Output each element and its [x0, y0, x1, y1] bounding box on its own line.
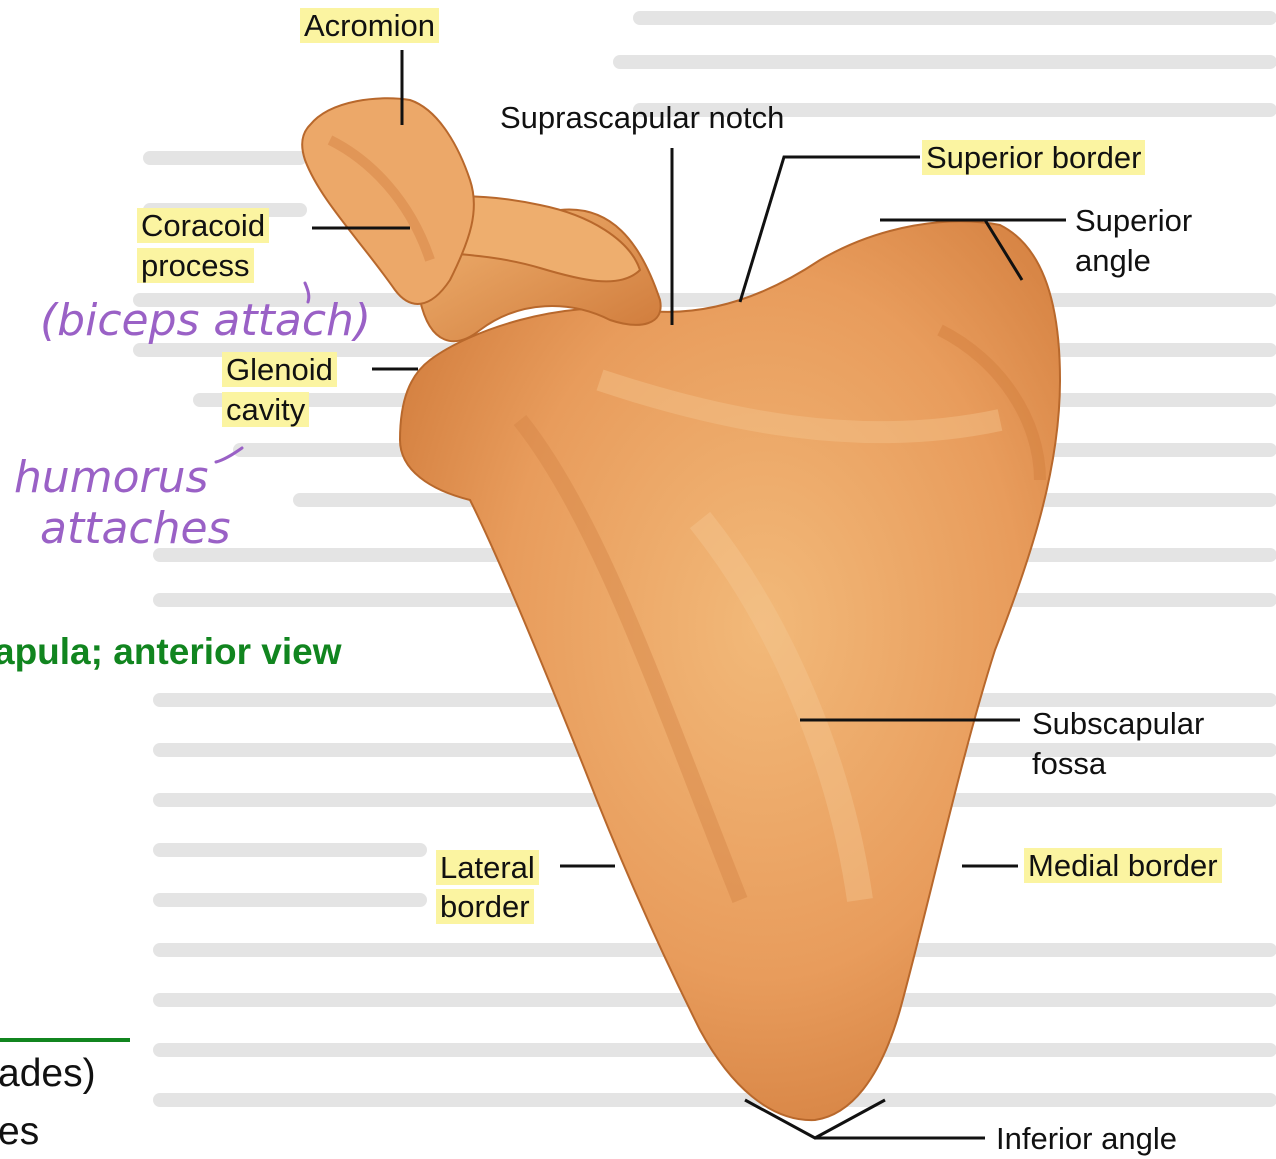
label-lateral-line2: border [436, 887, 534, 927]
label-subscapular-line1: Subscapular [1032, 704, 1204, 744]
label-acromion: Acromion [300, 6, 439, 46]
handwritten-biceps-note: (biceps attach) [40, 298, 371, 344]
figure-caption: apula; anterior view [0, 631, 342, 673]
text-fragment-2: es [0, 1110, 39, 1154]
handwritten-humerus-note-line1: humorus [14, 455, 208, 501]
label-coracoid-line1: Coracoid [137, 206, 269, 246]
label-medial-border: Medial border [1024, 846, 1222, 886]
label-superior-border: Superior border [922, 138, 1145, 178]
label-glenoid-line2: cavity [222, 390, 309, 430]
label-subscapular-line2: fossa [1032, 744, 1106, 784]
text-fragment-1: ades) [0, 1052, 96, 1096]
label-inferior-angle: Inferior angle [996, 1119, 1177, 1159]
label-coracoid-line2: process [137, 246, 254, 286]
acromion-process [302, 98, 474, 304]
label-superior-angle-line2: angle [1075, 241, 1151, 281]
label-suprascapular-notch: Suprascapular notch [500, 98, 784, 138]
label-superior-angle-line1: Superior [1075, 201, 1192, 241]
label-lateral-line1: Lateral [436, 848, 539, 888]
handwritten-humerus-note-line2: attaches [40, 506, 231, 552]
scapula-body [400, 221, 1060, 1120]
label-glenoid-line1: Glenoid [222, 350, 337, 390]
